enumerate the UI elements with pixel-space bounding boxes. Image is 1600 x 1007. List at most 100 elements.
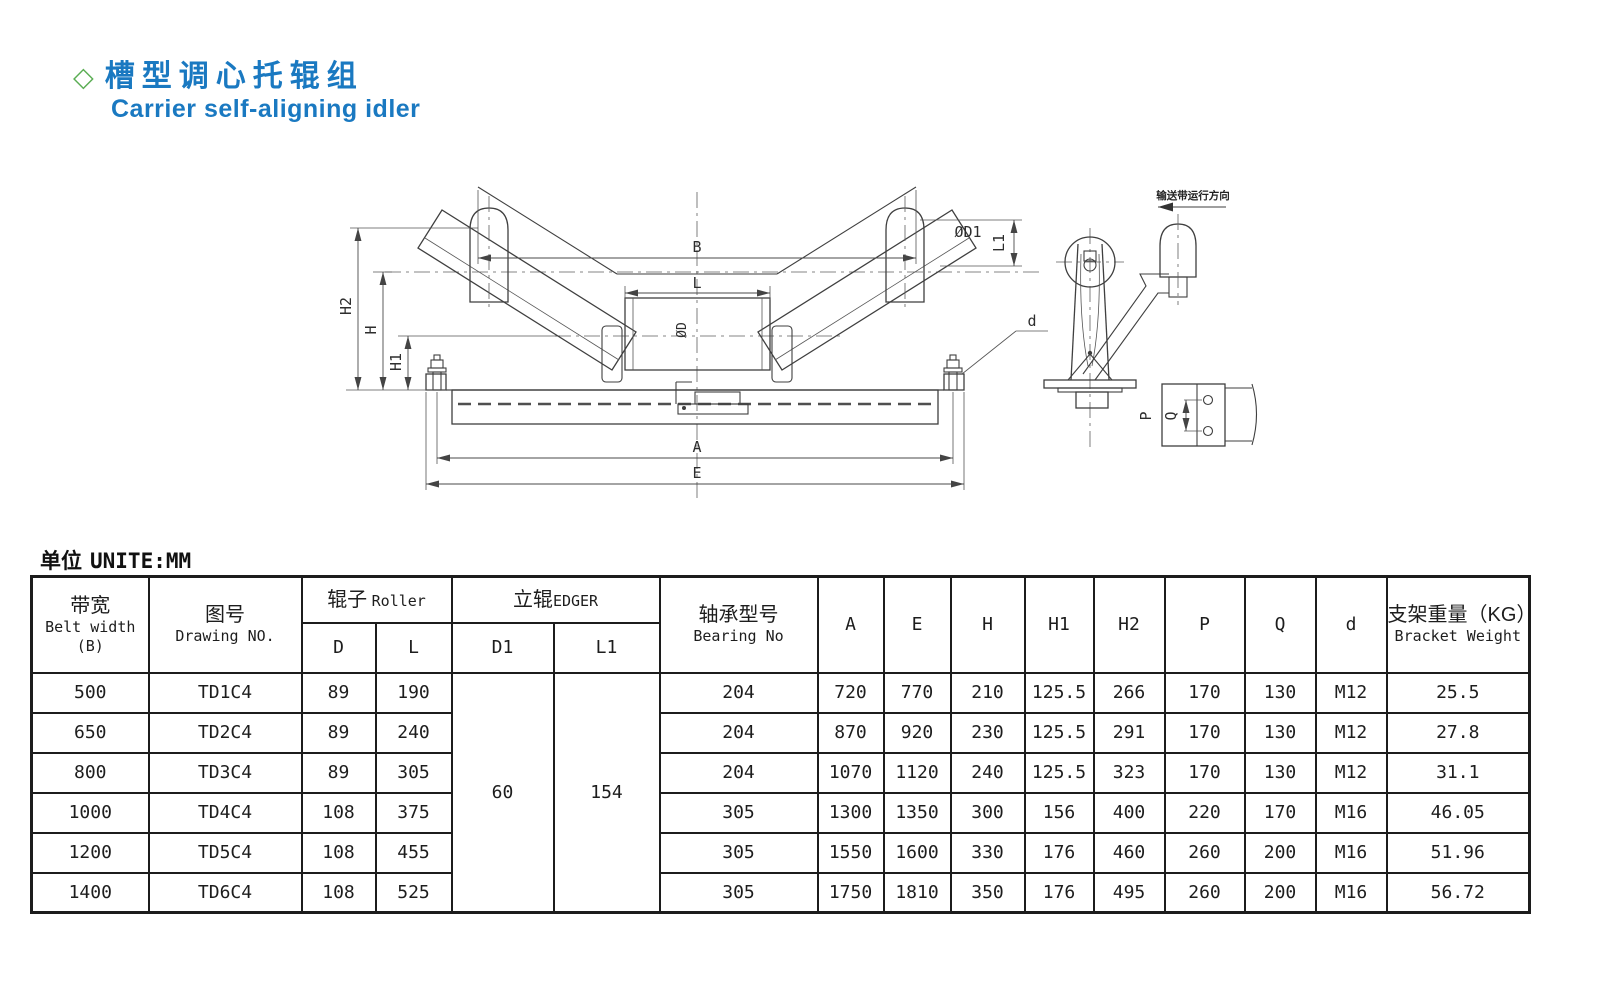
table-cell: TD5C4	[147, 831, 303, 874]
table-cell: TD2C4	[147, 711, 303, 754]
base-frame	[425, 373, 965, 425]
merged-cell-l1: 154	[552, 671, 661, 914]
dim-label-dia-d: ØD	[675, 322, 690, 338]
direction-note-text: 输送带运行方向	[1156, 189, 1230, 202]
direction-arrow-icon	[1158, 202, 1173, 212]
table-cell: M12	[1314, 671, 1388, 714]
table-cell: 89	[300, 751, 377, 794]
table-cell: 720	[816, 671, 885, 714]
table-cell: 240	[374, 711, 453, 754]
table-cell: 1200	[30, 831, 150, 874]
belt-direction-note: 输送带运行方向	[1156, 189, 1230, 212]
table-cell: 870	[816, 711, 885, 754]
dimension-heights: H2 H H1	[337, 227, 478, 391]
title-block: ◇ 槽型调心托辊组 Carrier self-aligning idler	[73, 60, 420, 124]
center-roller	[601, 297, 793, 383]
table-cell: 525	[374, 871, 453, 914]
table-cell: 25.5	[1385, 671, 1531, 714]
table-cell: TD6C4	[147, 871, 303, 914]
table-cell: 1810	[882, 871, 952, 914]
table-cell: 156	[1023, 791, 1095, 834]
left-anchor-bolt	[427, 354, 447, 391]
table-cell: 89	[300, 671, 377, 714]
dimension-l: L	[624, 274, 771, 300]
table-cell: 260	[1163, 871, 1246, 914]
side-view	[1043, 214, 1197, 452]
table-cell: 204	[658, 711, 819, 754]
dim-label-a: A	[692, 438, 701, 456]
table-cell: 130	[1243, 751, 1317, 794]
table-cell: 108	[300, 791, 377, 834]
table-cell: 650	[30, 711, 150, 754]
col-header-bearing: 轴承型号 Bearing No	[658, 575, 819, 674]
dim-label-h: H	[362, 325, 380, 334]
table-cell: 1000	[30, 791, 150, 834]
col-header-edger: 立辊EDGER	[450, 575, 661, 624]
dimension-d-leader: d	[961, 312, 1048, 375]
col-header-a: A	[816, 575, 885, 674]
right-wing-roller	[757, 209, 977, 371]
table-cell: 204	[658, 751, 819, 794]
table-cell: 291	[1092, 711, 1166, 754]
col-header-e: E	[882, 575, 952, 674]
table-cell: 500	[30, 671, 150, 714]
table-cell: M16	[1314, 831, 1388, 874]
technical-drawing: B L ØD ØD1 L1 H2 H H1	[337, 186, 1258, 500]
col-header-roller-d: D	[300, 621, 377, 674]
table-cell: 190	[374, 671, 453, 714]
table-cell: 375	[374, 791, 453, 834]
table-cell: 920	[882, 711, 952, 754]
table-cell: 1120	[882, 751, 952, 794]
dim-label-l1: L1	[990, 234, 1008, 252]
table-cell: 200	[1243, 831, 1317, 874]
table-cell: 350	[949, 871, 1026, 914]
left-edger-roller	[469, 196, 509, 312]
col-header-h1: H1	[1023, 575, 1095, 674]
table-cell: M12	[1314, 751, 1388, 794]
table-cell: M12	[1314, 711, 1388, 754]
table-cell: 1350	[882, 791, 952, 834]
page-title-english: Carrier self-aligning idler	[111, 95, 421, 123]
table-cell: 1070	[816, 751, 885, 794]
col-header-p: P	[1163, 575, 1246, 674]
table-cell: 200	[1243, 871, 1317, 914]
page-title-chinese: 槽型调心托辊组	[104, 60, 364, 93]
table-cell: 230	[949, 711, 1026, 754]
dimension-d1-l1: ØD1 L1	[920, 219, 1022, 267]
col-header-h2: H2	[1092, 575, 1166, 674]
merged-cell-d1: 60	[450, 671, 555, 914]
table-cell: 323	[1092, 751, 1166, 794]
col-header-edger-l1: L1	[552, 621, 661, 674]
dim-label-b: B	[692, 238, 701, 256]
units-label-zh: 单位	[40, 550, 82, 573]
table-cell: 46.05	[1385, 791, 1531, 834]
dim-label-h2: H2	[337, 297, 355, 315]
table-cell: 130	[1243, 711, 1317, 754]
col-header-d-bolt: d	[1314, 575, 1388, 674]
table-cell: 400	[1092, 791, 1166, 834]
table-cell: 770	[882, 671, 952, 714]
table-cell: 31.1	[1385, 751, 1531, 794]
table-cell: 170	[1163, 671, 1246, 714]
table-cell: 1400	[30, 871, 150, 914]
table-cell: 260	[1163, 831, 1246, 874]
table-cell: 170	[1243, 791, 1317, 834]
table-cell: 108	[300, 831, 377, 874]
table-cell: 170	[1163, 751, 1246, 794]
table-cell: 27.8	[1385, 711, 1531, 754]
table-cell: 125.5	[1023, 711, 1095, 754]
dim-label-q: Q	[1162, 411, 1180, 420]
table-cell: 330	[949, 831, 1026, 874]
right-edger-roller	[885, 196, 925, 312]
dim-label-dia-d1: ØD1	[954, 223, 981, 241]
table-cell: 800	[30, 751, 150, 794]
table-cell: 305	[374, 751, 453, 794]
